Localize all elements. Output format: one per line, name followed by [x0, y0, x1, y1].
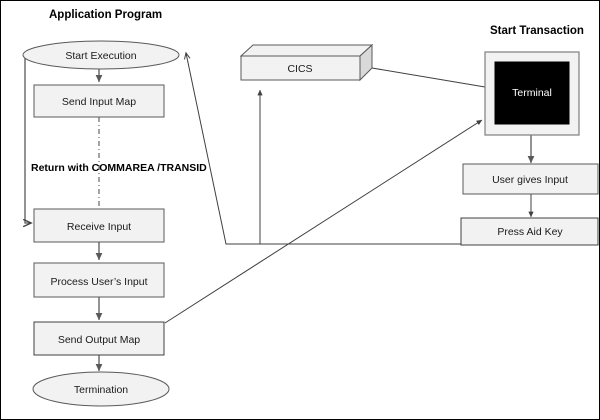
- node-send-input-map-label: Send Input Map: [62, 96, 136, 108]
- node-start-execution-label: Start Execution: [65, 50, 136, 62]
- start-transaction-title: Start Transaction: [490, 25, 584, 37]
- edge-press-aid-key-to-start-execution: [186, 53, 260, 245]
- node-process-user-input-label: Process User’s Input: [50, 276, 147, 288]
- node-send-output-map-label: Send Output Map: [58, 334, 140, 346]
- node-receive-input-label: Receive Input: [67, 221, 131, 233]
- node-start-execution[interactable]: Start Execution: [22, 40, 180, 70]
- node-press-aid-key-label: Press Aid Key: [497, 226, 563, 238]
- node-cics-label: CICS: [287, 63, 312, 75]
- node-send-input-map[interactable]: Send Input Map: [33, 84, 165, 118]
- edge-start-execution-to-receive-input: [25, 54, 31, 223]
- node-process-user-input[interactable]: Process User’s Input: [33, 262, 165, 298]
- edge-cics-to-terminal: [371, 67, 486, 88]
- label-return-with-commarea-transid: Return with COMMAREA /TRANSID: [31, 162, 207, 174]
- node-termination-label: Termination: [74, 384, 128, 396]
- node-termination[interactable]: Termination: [32, 371, 170, 407]
- application-program-title: Application Program: [49, 9, 162, 21]
- node-send-output-map[interactable]: Send Output Map: [33, 321, 165, 356]
- node-terminal[interactable]: Terminal: [484, 51, 580, 136]
- edge-press-aid-key-to-cics: [257, 89, 461, 245]
- node-receive-input[interactable]: Receive Input: [33, 208, 165, 243]
- node-user-gives-input[interactable]: User gives Input: [462, 163, 599, 195]
- node-press-aid-key[interactable]: Press Aid Key: [460, 217, 599, 246]
- node-user-gives-input-label: User gives Input: [492, 174, 568, 186]
- node-terminal-label: Terminal: [512, 87, 552, 99]
- node-cics[interactable]: CICS: [239, 43, 374, 82]
- edge-send-output-map-to-terminal: [164, 119, 483, 324]
